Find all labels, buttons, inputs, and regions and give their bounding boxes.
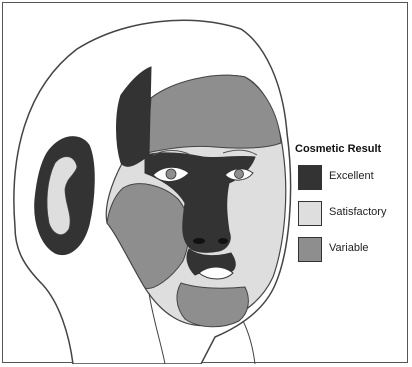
legend-swatch-satisfactory	[298, 201, 322, 226]
neck-line-left	[243, 321, 255, 364]
legend-label-excellent: Excellent	[329, 170, 374, 182]
legend-swatch-variable	[298, 237, 322, 262]
nostril-right	[193, 238, 205, 244]
chin-variable-zone	[177, 283, 248, 327]
legend-swatch-excellent	[298, 165, 322, 190]
right-iris	[166, 169, 176, 179]
face-illustration	[3, 3, 409, 364]
legend-label-variable: Variable	[329, 242, 369, 254]
left-iris	[235, 170, 244, 179]
legend-label-satisfactory: Satisfactory	[329, 206, 386, 218]
figure-frame: Cosmetic Result Excellent Satisfactory V…	[2, 2, 408, 363]
legend-title: Cosmetic Result	[295, 143, 381, 155]
nostril-left	[218, 238, 228, 244]
